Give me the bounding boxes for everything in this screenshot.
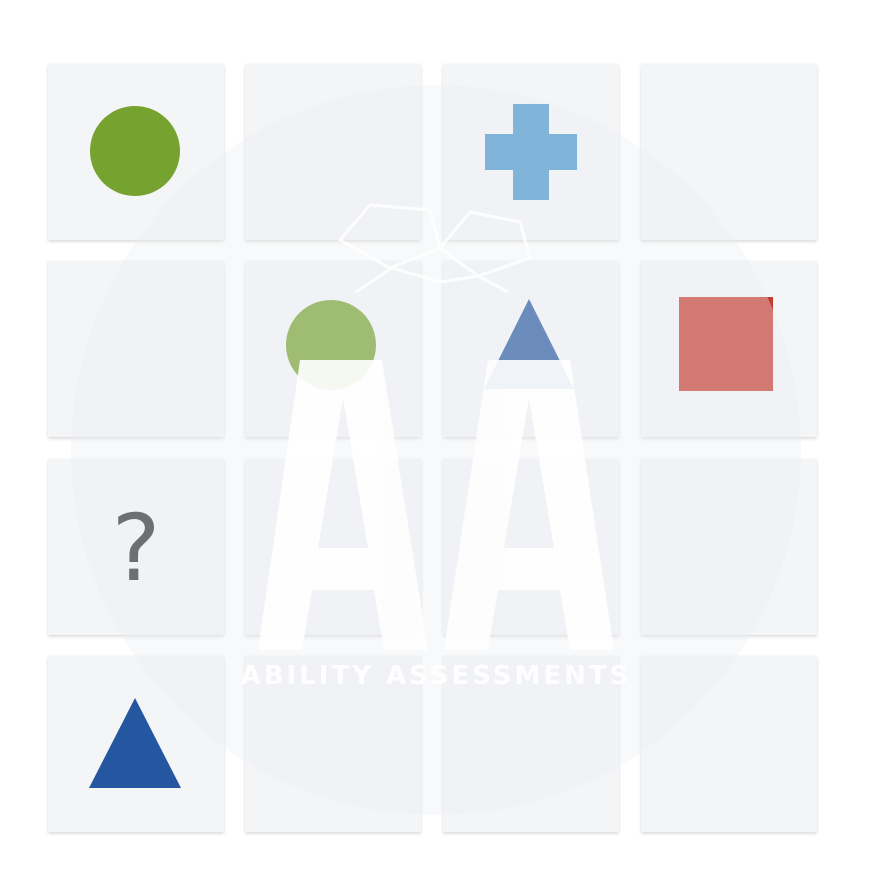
tile-r4c4[interactable] <box>641 656 817 832</box>
red-square-icon <box>679 297 773 391</box>
question-mark: ? <box>111 495 161 602</box>
green-circle-icon <box>286 300 376 390</box>
tile-r3c3[interactable] <box>443 459 619 635</box>
tile-r4c1[interactable] <box>48 656 224 832</box>
green-circle-icon <box>90 106 180 196</box>
tile-r4c3[interactable] <box>443 656 619 832</box>
triangle-shape <box>484 299 574 389</box>
circle-shape <box>90 106 180 196</box>
tile-r1c4[interactable] <box>641 64 817 240</box>
blue-cross-icon <box>485 104 577 200</box>
tile-r2c1[interactable] <box>48 261 224 437</box>
triangle-shape <box>89 698 181 788</box>
tile-r2c4[interactable] <box>641 261 817 437</box>
tile-r3c4[interactable] <box>641 459 817 635</box>
tile-r1c2[interactable] <box>245 64 421 240</box>
tile-r3c1[interactable]: ? <box>48 459 224 635</box>
blue-triangle-icon <box>484 299 574 389</box>
cross-shape <box>485 104 577 200</box>
tile-r4c2[interactable] <box>245 656 421 832</box>
tile-r2c3[interactable] <box>443 261 619 437</box>
blue-triangle-icon <box>89 698 181 788</box>
tile-r1c1[interactable] <box>48 64 224 240</box>
circle-shape <box>286 300 376 390</box>
tile-r2c2[interactable] <box>245 261 421 437</box>
tile-r3c2[interactable] <box>245 459 421 635</box>
square-shape <box>679 297 773 391</box>
puzzle-grid: ? <box>48 64 818 832</box>
tile-r1c3[interactable] <box>443 64 619 240</box>
